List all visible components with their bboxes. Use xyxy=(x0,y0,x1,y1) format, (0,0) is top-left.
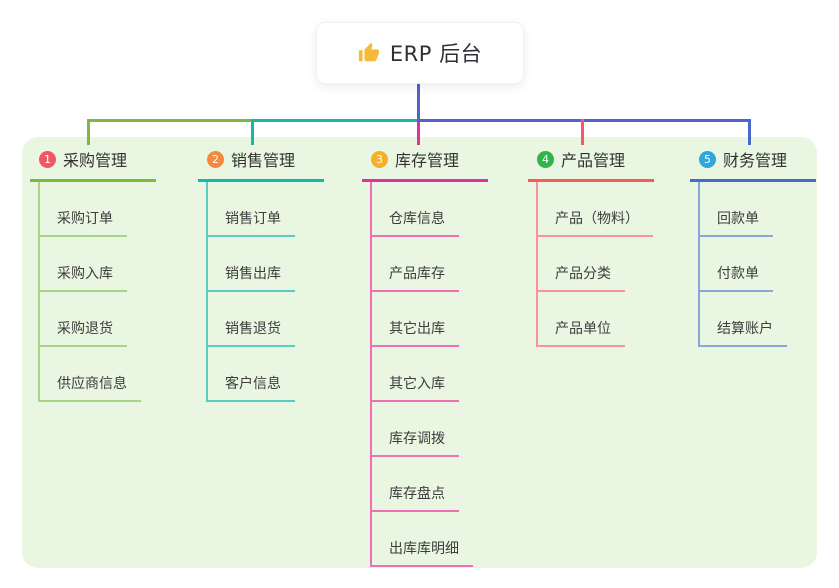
child-node[interactable]: 其它入库 xyxy=(370,347,488,402)
child-label: 其它入库 xyxy=(370,373,459,402)
child-label: 回款单 xyxy=(698,208,773,237)
connector-drop xyxy=(87,119,90,145)
child-label: 其它出库 xyxy=(370,318,459,347)
branch-connector-line xyxy=(370,182,372,567)
child-node[interactable]: 仓库信息 xyxy=(370,182,488,237)
child-node[interactable]: 客户信息 xyxy=(206,347,324,402)
branch-1: 1 采购管理采购订单采购入库采购退货供应商信息 xyxy=(30,143,156,402)
branch-5: 5 财务管理回款单付款单结算账户 xyxy=(690,143,816,347)
connector-drop xyxy=(748,119,751,145)
child-label: 库存调拨 xyxy=(370,428,459,457)
child-node[interactable]: 销售退货 xyxy=(206,292,324,347)
root-node[interactable]: ERP 后台 xyxy=(316,22,524,84)
child-label: 仓库信息 xyxy=(370,208,459,237)
child-label: 供应商信息 xyxy=(38,373,141,402)
connector-horizontal-segment xyxy=(417,119,751,122)
child-label: 结算账户 xyxy=(698,318,787,347)
branch-node[interactable]: 5 财务管理 xyxy=(690,143,816,182)
branch-2: 2 销售管理销售订单销售出库销售退货客户信息 xyxy=(198,143,324,402)
child-label: 付款单 xyxy=(698,263,773,292)
child-label: 销售退货 xyxy=(206,318,295,347)
branch-node[interactable]: 1 采购管理 xyxy=(30,143,156,182)
child-node[interactable]: 库存调拨 xyxy=(370,402,488,457)
branch-label: 库存管理 xyxy=(395,151,460,170)
child-label: 出库库明细 xyxy=(370,538,473,567)
branch-label: 产品管理 xyxy=(561,151,626,170)
branch-children: 回款单付款单结算账户 xyxy=(698,182,816,347)
child-node[interactable]: 其它出库 xyxy=(370,292,488,347)
branch-number-badge: 4 xyxy=(537,150,554,168)
connector-drop xyxy=(581,119,584,145)
child-node[interactable]: 产品（物料） xyxy=(536,182,654,237)
branch-3: 3 库存管理仓库信息产品库存其它出库其它入库库存调拨库存盘点出库库明细 xyxy=(362,143,488,567)
branch-node[interactable]: 2 销售管理 xyxy=(198,143,324,182)
branch-children: 仓库信息产品库存其它出库其它入库库存调拨库存盘点出库库明细 xyxy=(370,182,488,567)
child-node[interactable]: 产品库存 xyxy=(370,237,488,292)
root-label: ERP 后台 xyxy=(389,42,483,66)
child-node[interactable]: 产品单位 xyxy=(536,292,654,347)
branch-connector-line xyxy=(536,182,538,347)
child-label: 销售出库 xyxy=(206,263,295,292)
connector-trunk xyxy=(417,82,420,120)
branch-node[interactable]: 4 产品管理 xyxy=(528,143,654,182)
branch-children: 产品（物料） 产品分类产品单位 xyxy=(536,182,654,347)
child-label: 产品单位 xyxy=(536,318,625,347)
child-node[interactable]: 采购退货 xyxy=(38,292,156,347)
child-label: 采购入库 xyxy=(38,263,127,292)
child-node[interactable]: 结算账户 xyxy=(698,292,816,347)
child-node[interactable]: 库存盘点 xyxy=(370,457,488,512)
branches-panel xyxy=(22,137,817,568)
connector-drop xyxy=(251,119,254,145)
branch-label: 销售管理 xyxy=(231,151,296,170)
child-label: 产品库存 xyxy=(370,263,459,292)
child-label: 库存盘点 xyxy=(370,483,459,512)
branch-connector-line xyxy=(698,182,700,347)
child-node[interactable]: 回款单 xyxy=(698,182,816,237)
branch-number-badge: 2 xyxy=(207,150,224,168)
child-label: 客户信息 xyxy=(206,373,295,402)
child-node[interactable]: 供应商信息 xyxy=(38,347,156,402)
child-label: 销售订单 xyxy=(206,208,295,237)
branch-node[interactable]: 3 库存管理 xyxy=(362,143,488,182)
connector-horizontal-segment xyxy=(252,119,418,122)
child-node[interactable]: 采购入库 xyxy=(38,237,156,292)
child-node[interactable]: 出库库明细 xyxy=(370,512,488,567)
branch-label: 财务管理 xyxy=(723,151,788,170)
branch-connector-line xyxy=(38,182,40,402)
branch-children: 销售订单销售出库销售退货客户信息 xyxy=(206,182,324,402)
child-label: 产品分类 xyxy=(536,263,625,292)
thumbs-up-icon xyxy=(358,42,380,64)
child-label: 采购订单 xyxy=(38,208,127,237)
branch-number-badge: 3 xyxy=(371,150,388,168)
child-label: 产品（物料） xyxy=(536,208,653,237)
branch-label: 采购管理 xyxy=(63,151,128,170)
branch-number-badge: 5 xyxy=(699,150,716,168)
branch-connector-line xyxy=(206,182,208,402)
branch-4: 4 产品管理产品（物料） 产品分类产品单位 xyxy=(528,143,654,347)
connector-horizontal-segment xyxy=(87,119,253,122)
child-node[interactable]: 付款单 xyxy=(698,237,816,292)
branch-children: 采购订单采购入库采购退货供应商信息 xyxy=(38,182,156,402)
connector-drop xyxy=(417,122,420,145)
child-node[interactable]: 销售订单 xyxy=(206,182,324,237)
branch-number-badge: 1 xyxy=(39,150,56,168)
child-node[interactable]: 采购订单 xyxy=(38,182,156,237)
child-label: 采购退货 xyxy=(38,318,127,347)
child-node[interactable]: 产品分类 xyxy=(536,237,654,292)
child-node[interactable]: 销售出库 xyxy=(206,237,324,292)
